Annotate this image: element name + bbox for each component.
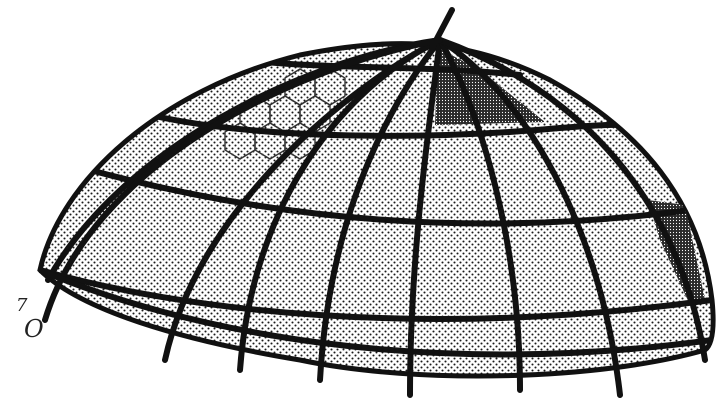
label-upper: 7: [16, 295, 28, 316]
dome-shell: [40, 44, 713, 376]
label-lower: O: [24, 315, 44, 343]
